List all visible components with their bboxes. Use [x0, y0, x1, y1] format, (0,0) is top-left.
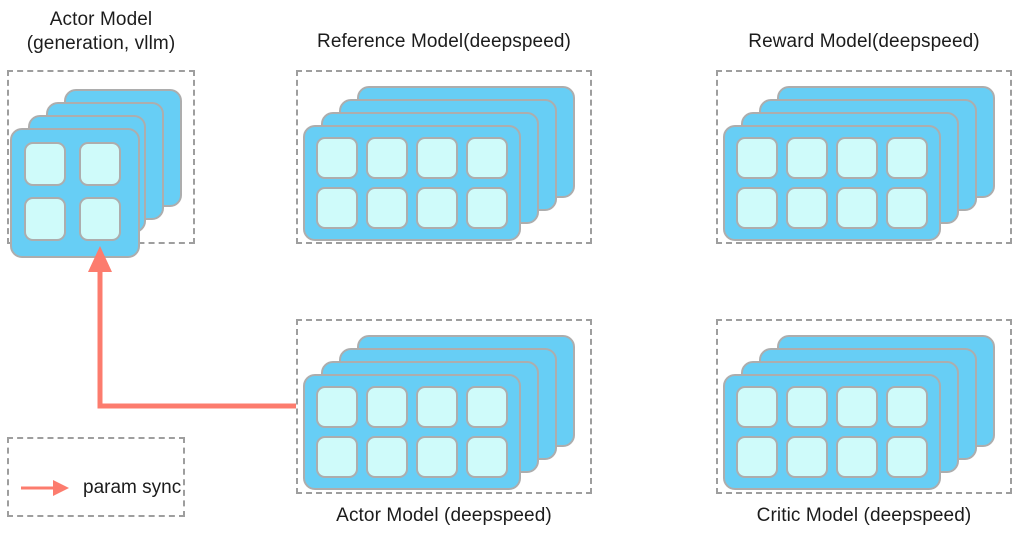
legend-label-param-sync: param sync [83, 477, 182, 498]
chip [736, 187, 778, 229]
caption-reward-model: Reward Model(deepspeed) [748, 31, 980, 52]
chip [416, 137, 458, 179]
card-layer-1 [723, 125, 941, 241]
arrow-right-icon [21, 480, 69, 496]
chip [366, 386, 408, 428]
card-layer-1 [303, 374, 521, 490]
group-actor-vllm [7, 70, 195, 258]
chip [886, 386, 928, 428]
group-reward-model [716, 70, 1012, 244]
chip [886, 436, 928, 478]
chip [79, 197, 121, 241]
chip [736, 137, 778, 179]
chip [416, 386, 458, 428]
chip [836, 386, 878, 428]
chip [836, 187, 878, 229]
chip [886, 137, 928, 179]
chip [466, 137, 508, 179]
legend-box: param sync [7, 437, 185, 517]
chip [366, 436, 408, 478]
chip [316, 137, 358, 179]
group-actor-deepspeed [296, 319, 592, 494]
card-layer-1 [10, 128, 140, 258]
caption-critic-model: Critic Model (deepspeed) [756, 505, 972, 526]
legend-item-param-sync: param sync [19, 477, 181, 499]
chip [316, 386, 358, 428]
chip [736, 436, 778, 478]
chip [416, 187, 458, 229]
chip [736, 386, 778, 428]
group-reference-model [296, 70, 592, 244]
caption-actor-vllm: Actor Model (generation, vllm) [26, 9, 176, 54]
chip [416, 436, 458, 478]
param-sync-line [97, 268, 296, 409]
caption-actor-deepspeed: Actor Model (deepspeed) [336, 505, 552, 526]
chip [24, 197, 66, 241]
chip [316, 436, 358, 478]
chip [366, 137, 408, 179]
card-layer-1 [723, 374, 941, 490]
chip [836, 137, 878, 179]
chip [79, 142, 121, 186]
chip [366, 187, 408, 229]
chip [786, 386, 828, 428]
chip [786, 137, 828, 179]
chip [466, 386, 508, 428]
chip [316, 187, 358, 229]
chip [786, 436, 828, 478]
chip [466, 187, 508, 229]
chip [886, 187, 928, 229]
chip [24, 142, 66, 186]
chip [836, 436, 878, 478]
card-layer-1 [303, 125, 521, 241]
chip [466, 436, 508, 478]
caption-reference-model: Reference Model(deepspeed) [317, 31, 571, 52]
chip [786, 187, 828, 229]
group-critic-model [716, 319, 1012, 494]
